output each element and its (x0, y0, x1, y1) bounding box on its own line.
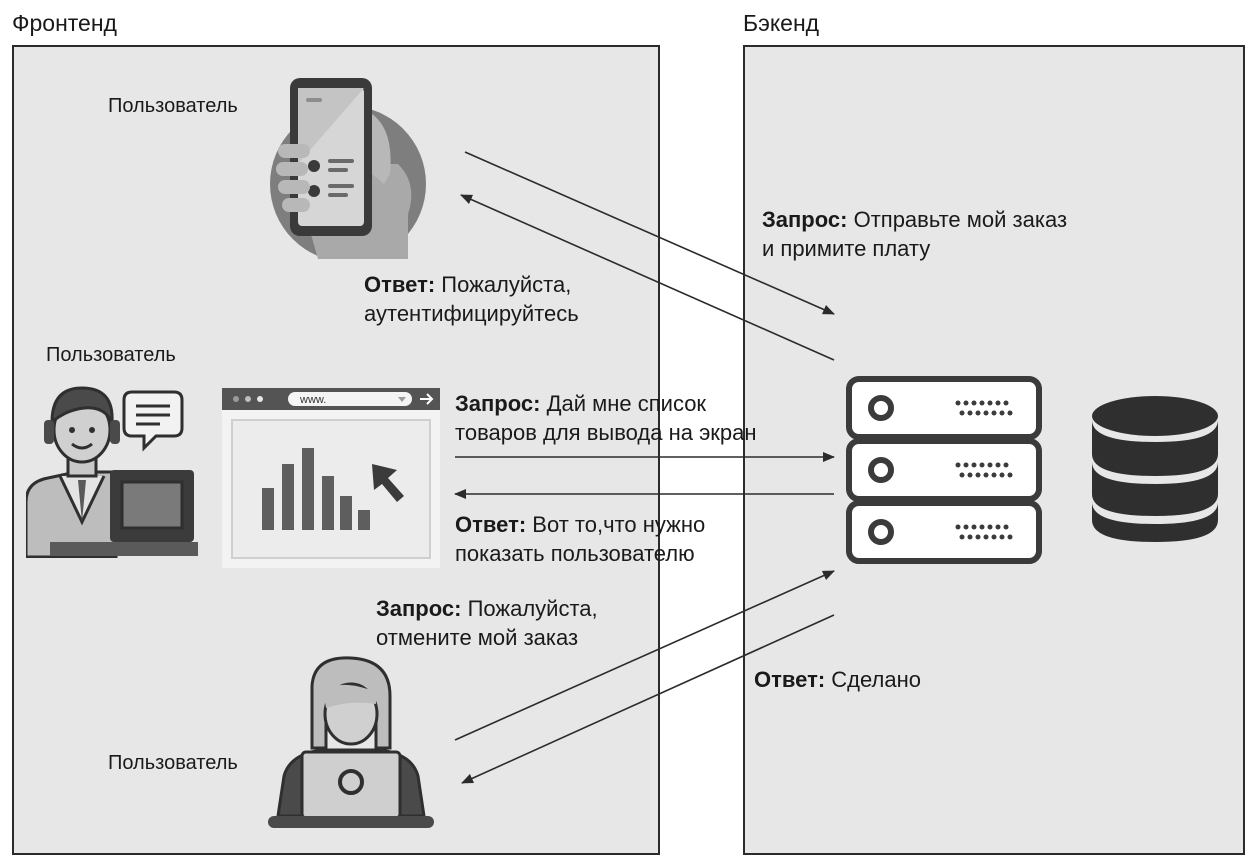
laptop-response-label: Ответ: Сделано (754, 665, 921, 694)
mobile-response-line1: Пожалуйста, (441, 272, 572, 297)
desktop-user-icon (26, 386, 198, 558)
browser-url-text: www. (299, 394, 326, 406)
laptop-response-line1: Сделано (831, 667, 921, 692)
desktop-response-label: Ответ: Вот то,что нужно показать пользов… (455, 510, 705, 568)
backend-title: Бэкенд (743, 10, 820, 36)
desktop-response-line2: показать пользователю (455, 541, 695, 566)
laptop-request-label: Запрос: Пожалуйста, отмените мой заказ (376, 594, 598, 652)
desktop-request-label: Запрос: Дай мне список товаров для вывод… (455, 389, 757, 447)
desktop-response-line1: Вот то,что нужно (532, 512, 706, 537)
user-label-middle: Пользователь (46, 344, 176, 366)
mobile-request-line2: и примите плату (762, 236, 931, 261)
desktop-request-key: Запрос: (455, 391, 541, 416)
mobile-phone-user-icon (270, 78, 426, 259)
browser-window-icon: www. (222, 388, 440, 568)
mobile-response-key: Ответ: (364, 272, 436, 297)
laptop-request-key: Запрос: (376, 596, 462, 621)
mobile-response-label: Ответ: Пожалуйста, аутентифицируйтесь (364, 270, 579, 328)
user-label-top: Пользователь (108, 95, 238, 117)
database-icon (1092, 396, 1218, 542)
laptop-request-line1: Пожалуйста, (467, 596, 598, 621)
desktop-request-line1: Дай мне список (546, 391, 707, 416)
server-icon (846, 376, 1042, 564)
desktop-request-line2: товаров для вывода на экран (455, 420, 757, 445)
laptop-user-icon (268, 656, 434, 828)
desktop-response-key: Ответ: (455, 512, 527, 537)
user-label-bottom: Пользователь (108, 752, 238, 774)
mobile-response-line2: аутентифицируйтесь (364, 301, 579, 326)
laptop-request-line2: отмените мой заказ (376, 625, 579, 650)
mobile-request-label: Запрос: Отправьте мой заказ и примите пл… (762, 205, 1067, 263)
mobile-request-key: Запрос: (762, 207, 848, 232)
frontend-title: Фронтенд (12, 10, 117, 36)
mobile-request-line1: Отправьте мой заказ (853, 207, 1068, 232)
laptop-response-key: Ответ: (754, 667, 826, 692)
